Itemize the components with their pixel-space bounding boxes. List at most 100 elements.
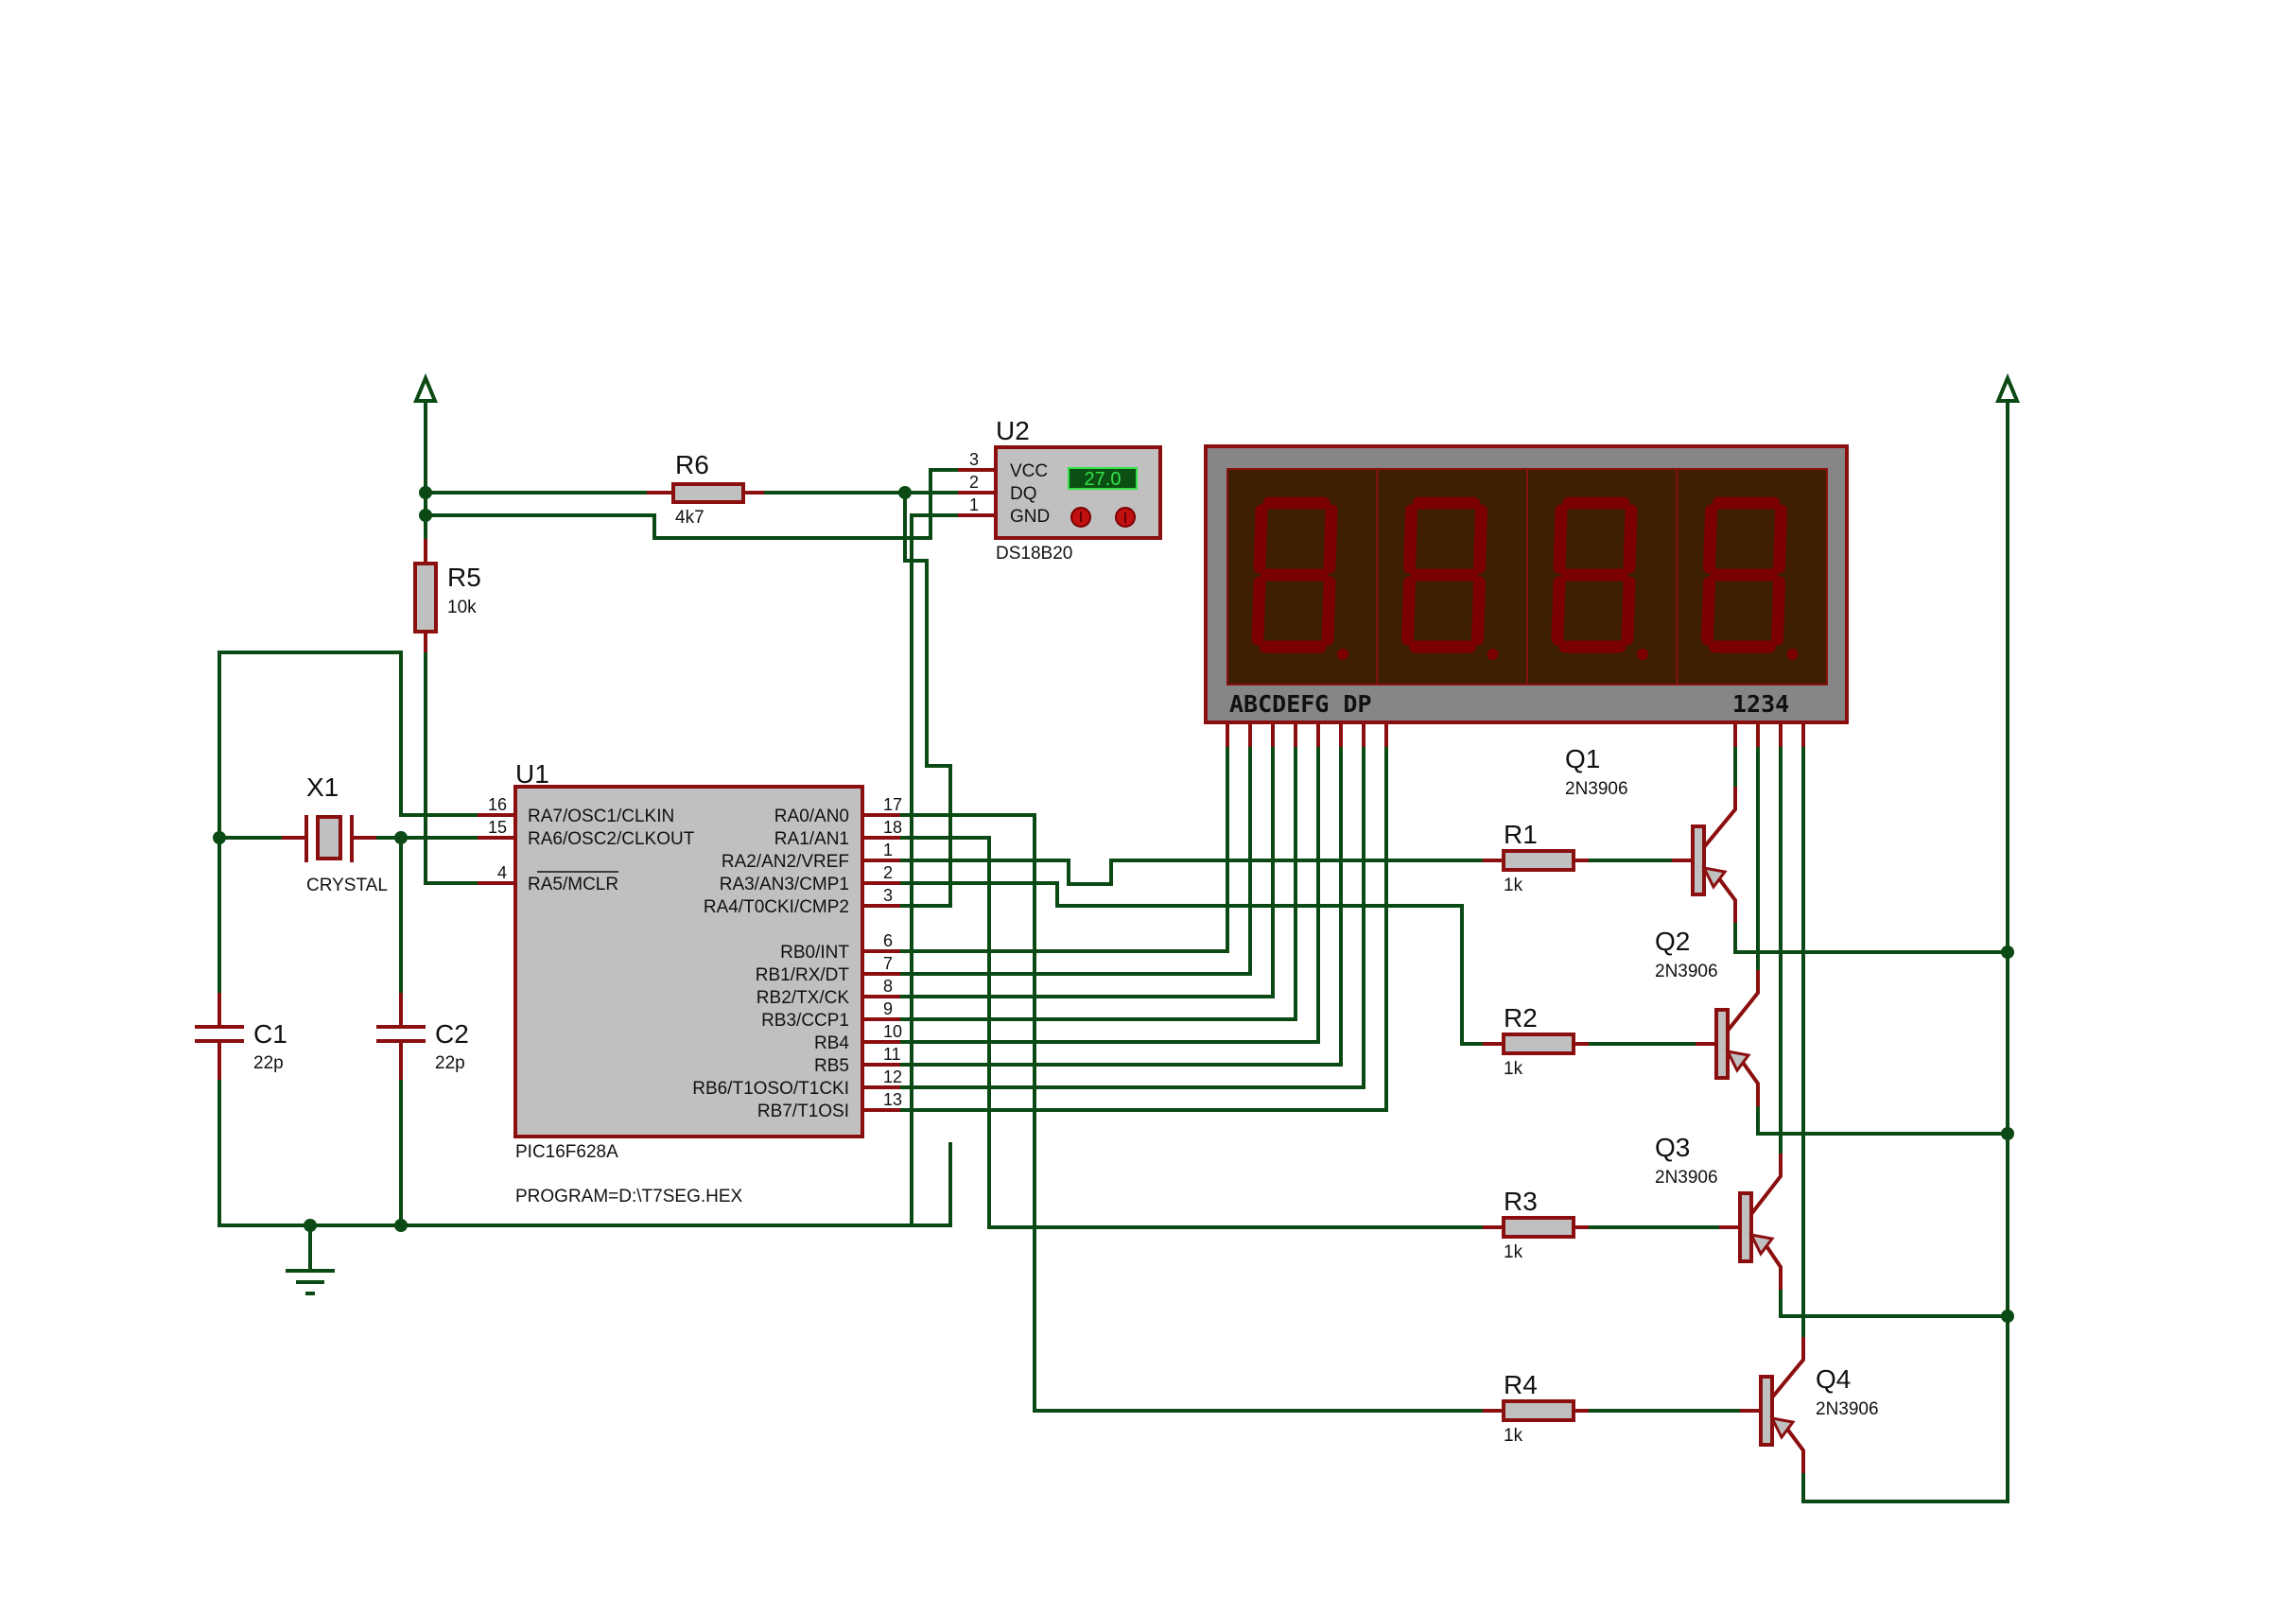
- u1-pin-number: 7: [883, 954, 893, 973]
- resistor-r5[interactable]: R5 10k: [413, 539, 481, 652]
- u1-pin-number: 4: [497, 863, 507, 882]
- segment-f: [1553, 504, 1568, 574]
- u2-pin-name: DQ: [1010, 484, 1037, 504]
- microcontroller-u1[interactable]: U1 PIC16F628A PROGRAM=D:\T7SEG.HEX 16RA7…: [478, 759, 902, 1206]
- seven-segment-display[interactable]: ABCDEFG DP 1234: [1204, 444, 1849, 747]
- wire-16[interactable]: [879, 859, 1485, 886]
- q4-base-bar: [1759, 1375, 1774, 1447]
- u2-part: DS18B20: [996, 544, 1072, 564]
- digit-2: [1376, 469, 1499, 685]
- capacitor-c1[interactable]: C1 22p: [195, 993, 287, 1080]
- wire-19[interactable]: [879, 745, 1229, 953]
- wire-4[interactable]: [424, 468, 979, 540]
- u1-program: PROGRAM=D:\T7SEG.HEX: [515, 1187, 743, 1206]
- q2-part: 2N3906: [1655, 962, 1718, 981]
- emitter-arrow-icon: [1769, 1415, 1796, 1440]
- junction-dot: [419, 486, 432, 499]
- resistor-r1[interactable]: R1 1k: [1483, 820, 1589, 895]
- segment-e: [1251, 576, 1266, 646]
- u1-pin-number: 2: [883, 863, 893, 882]
- r6-body: [671, 482, 745, 504]
- wire-22[interactable]: [879, 745, 1297, 1021]
- digit-3: [1526, 469, 1648, 685]
- resistor-r6[interactable]: R6 4k7: [647, 450, 764, 528]
- u1-pin-name: RA7/OSC1/CLKIN: [528, 807, 674, 826]
- wire-33[interactable]: [1756, 1104, 2009, 1136]
- q3-ref: Q3: [1655, 1133, 1690, 1162]
- temperature-value: 27.0: [1085, 469, 1122, 490]
- q3-collector: [1749, 1154, 1783, 1216]
- u1-pin-number: 1: [883, 841, 893, 859]
- wire-1[interactable]: [424, 651, 479, 885]
- segment-b: [1623, 504, 1638, 574]
- wire-7[interactable]: [217, 651, 479, 817]
- wire-20[interactable]: [879, 745, 1252, 976]
- r3-ref: R3: [1504, 1187, 1538, 1216]
- u1-pin-name: RA0/AN0: [774, 807, 849, 826]
- wire-21[interactable]: [879, 745, 1275, 998]
- r1-ref: R1: [1504, 820, 1538, 849]
- segment-c: [1471, 576, 1486, 646]
- u1-pin-number: 18: [883, 818, 902, 837]
- q4-ref: Q4: [1816, 1364, 1851, 1394]
- r4-body: [1502, 1399, 1575, 1422]
- wire-6[interactable]: [879, 491, 952, 908]
- q1-ref: Q1: [1565, 744, 1600, 773]
- emitter-arrow-icon: [1748, 1232, 1775, 1257]
- segment-e: [1551, 576, 1566, 646]
- u2-pin-name: GND: [1010, 507, 1050, 527]
- wire-18[interactable]: [1055, 881, 1485, 1046]
- power-arrow-icon: [413, 373, 438, 403]
- r6-ref: R6: [675, 450, 709, 479]
- u1-pin-number: 9: [883, 999, 893, 1018]
- segment-dp: [1337, 649, 1348, 660]
- u1-part: PIC16F628A: [515, 1142, 618, 1162]
- x1-body: [316, 815, 342, 860]
- segment-f: [1403, 504, 1418, 574]
- power-arrow-icon: [1995, 373, 2020, 403]
- power-terminal-left[interactable]: [413, 373, 438, 403]
- wire-5[interactable]: [910, 513, 979, 1227]
- wire-26[interactable]: [879, 745, 1388, 1112]
- ground-symbol[interactable]: [286, 1224, 335, 1295]
- r1-value: 1k: [1504, 876, 1523, 895]
- u1-pin-name: RB5: [814, 1056, 849, 1076]
- digit-pin-labels: 1234: [1732, 690, 1789, 718]
- u1-pin-number: 3: [883, 886, 893, 905]
- wire-32[interactable]: [1733, 921, 2009, 954]
- wire-35[interactable]: [1801, 1471, 2009, 1503]
- temp-up-button[interactable]: [1115, 507, 1136, 528]
- x1-ref: X1: [306, 772, 339, 802]
- wire-25[interactable]: [879, 745, 1365, 1089]
- r2-body: [1502, 1033, 1575, 1055]
- power-terminal-right[interactable]: [1995, 373, 2020, 403]
- crystal-x1[interactable]: X1 CRYSTAL: [282, 772, 388, 895]
- wire-34[interactable]: [1779, 1288, 2009, 1318]
- u1-pin-number: 13: [883, 1090, 902, 1109]
- temp-down-button[interactable]: [1070, 507, 1091, 528]
- transistor-q2[interactable]: Q2 2N3906: [1655, 927, 1760, 1106]
- wire-24[interactable]: [879, 745, 1343, 1067]
- capacitor-c2[interactable]: C2 22p: [376, 993, 469, 1080]
- wire-23[interactable]: [879, 745, 1320, 1044]
- q3-emitter: [1761, 1239, 1783, 1290]
- components: R5 10k R6 4k7 X1 CRYSTAL C1: [195, 373, 2020, 1473]
- q2-ref: Q2: [1655, 927, 1690, 956]
- junction-dot: [2001, 946, 2014, 959]
- u1-pin-number: 17: [883, 795, 902, 814]
- junction-dot: [2001, 1310, 2014, 1323]
- q4-emitter: [1782, 1422, 1805, 1473]
- wire-12[interactable]: [217, 1078, 952, 1227]
- wire-15[interactable]: [879, 836, 1485, 1229]
- wire-14[interactable]: [879, 813, 1485, 1413]
- digits: [1251, 469, 1799, 685]
- u1-pin-number: 6: [883, 931, 893, 950]
